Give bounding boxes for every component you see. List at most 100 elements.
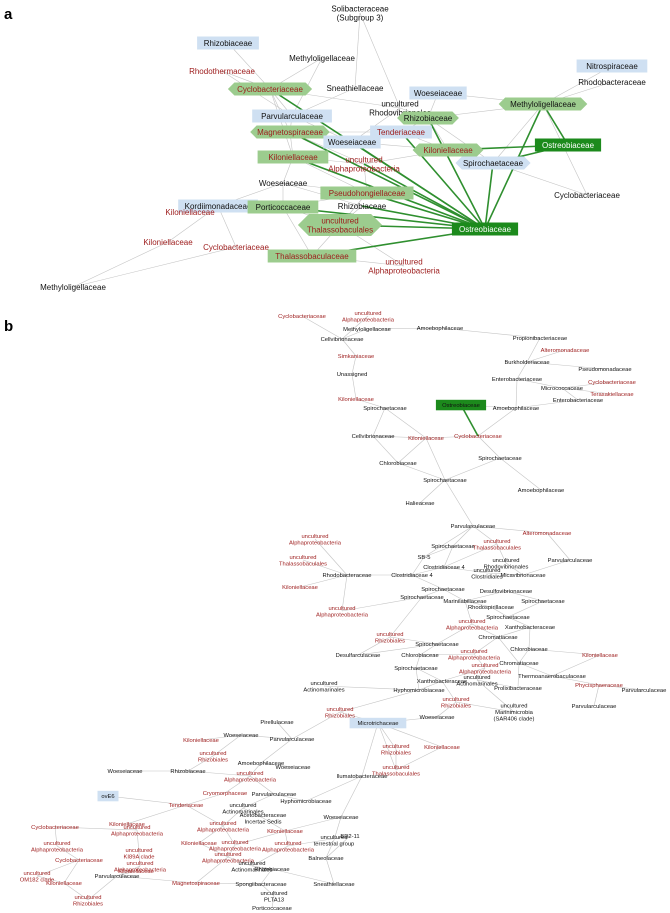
node-b115: Cyclobacteriaceae [55, 858, 103, 864]
panel-label-a: a [4, 6, 13, 23]
edge-b5-b8 [341, 338, 357, 357]
edge-b36-b42 [522, 559, 571, 576]
node-label-b79: Microtrichaceae [358, 721, 399, 727]
node-b5: Cellvibrionaceae [321, 337, 364, 343]
edge-b82-b80 [240, 734, 293, 740]
edge-b33-b39 [496, 543, 507, 564]
edge-b19-b21 [372, 407, 386, 437]
edge-b67-b73 [441, 680, 457, 703]
edge-b70-b71 [598, 684, 645, 691]
node-b71: Parvularculaceae [622, 688, 667, 694]
edge-b79-b92 [361, 722, 379, 777]
edge-b44-b46 [421, 588, 444, 598]
node-b4: Amoebophilaceae [417, 326, 463, 332]
node-a_pseudo: Pseudohongiellaceae [320, 186, 414, 200]
node-b17: Kiloniellaceae [338, 397, 374, 403]
node-a_rhiz2: Rhizobiaceae [397, 111, 459, 125]
node-a_nitros: Nitrospiraceae [576, 59, 648, 73]
edge-b14-b16 [561, 387, 579, 401]
edge-b12-b14 [516, 378, 563, 389]
node-label-b13: Cyclobacteriaceae [588, 380, 636, 386]
node-b9: Burkholderiaceae [504, 360, 549, 366]
edge-b56-b62 [497, 636, 520, 664]
node-label-b96: Hyphomicrobiaceae [280, 799, 331, 805]
edge-b22-b23 [425, 435, 479, 439]
node-label-a_rhodo: Rhodothermaceae [189, 67, 255, 76]
node-b67: Xanthobacteraceae [417, 679, 467, 685]
edge-b115-b120 [63, 859, 80, 884]
edge-b67-b72 [418, 680, 443, 691]
node-b48: Spirochaetaceae [521, 599, 565, 605]
edge-b105-b106 [54, 826, 58, 847]
node-shape-a_rhiz2 [397, 111, 459, 125]
edge-b64-b67 [415, 667, 443, 682]
edge-b98-b103 [222, 807, 244, 827]
edge-b22-b24 [397, 437, 427, 464]
edge-a_kilon4-a_methyl3 [72, 241, 169, 288]
edge-b52-b54 [436, 623, 473, 645]
edge-b41-b44 [411, 574, 444, 590]
node-label-b67: Xanthobacteraceae [417, 679, 467, 685]
node-label-a_woese1: Woeseiaceae [414, 89, 463, 98]
node-label-a_solib: Solibacteraceae(Subgroup 3) [331, 4, 389, 22]
node-label-b113: BD2-11 [340, 834, 359, 840]
node-label-b115: Cyclobacteriaceae [55, 858, 103, 864]
node-b84: Kiloniellaceae [424, 745, 460, 751]
node-label-b27: Amoebophilaceae [518, 488, 564, 494]
edge-b106-b115 [56, 845, 80, 861]
edge-a_ostreo2-a_woese2 [351, 141, 486, 230]
node-label-b43: Kiloniellaceae [282, 585, 318, 591]
node-b82: Parvularculaceae [270, 737, 315, 743]
edge-b108-b118 [135, 865, 141, 872]
edge-b123-b124 [195, 882, 262, 885]
edge-b23-b25 [477, 435, 501, 459]
node-label-b77: Woeseiaceae [419, 715, 454, 721]
node-label-b89: Rhizobiaceae [170, 769, 205, 775]
node-label-b81: Kiloniellaceae [183, 738, 219, 744]
node-label-b88: Woeseiaceae [107, 769, 142, 775]
node-b11: Unassigned [337, 372, 368, 378]
node-shape-a_ostreo1 [534, 138, 602, 152]
edge-b119-b120 [36, 875, 65, 884]
node-label-b20: Amoebophilaceae [493, 406, 539, 412]
panel-a: a Solibacteraceae(Subgroup 3) Rhizobiacea… [4, 4, 648, 292]
node-label-b23: Cyclobacteriaceae [454, 434, 502, 440]
edge-b108-b121 [116, 865, 141, 877]
node-a_kilon4: Kiloniellaceae [143, 238, 193, 247]
edge-b99-b104 [262, 817, 286, 832]
node-b13: Cyclobacteriaceae [588, 380, 636, 386]
node-b14: Micrococcaceae [541, 386, 583, 392]
edge-b114-b123 [195, 856, 229, 884]
node-a_parv: Parvularculaceae [252, 109, 332, 123]
node-a_solib: Solibacteraceae(Subgroup 3) [331, 4, 389, 22]
node-label-a_rhiz1: Rhizobiaceae [204, 39, 253, 48]
edge-b110-b116 [251, 845, 289, 867]
node-a_kord: Kordiimonadaceae [178, 199, 258, 213]
node-label-b36: Parvularculaceae [548, 558, 593, 564]
edge-b100-b112 [333, 816, 342, 841]
panel-label-b: b [4, 318, 13, 335]
node-a_ostreo2: Ostreobiaceae [451, 222, 519, 236]
node-a_methyl2: Methyloligellaceae [498, 97, 588, 111]
edge-b92-b100 [340, 775, 363, 818]
node-label-b29: Parvularculaceae [451, 524, 496, 530]
node-b21: Cellvibrionaceae [352, 434, 395, 440]
node-b53: Xanthobacteraceae [505, 625, 555, 631]
node-label-a_methyl1: Methyloligellaceae [289, 54, 355, 63]
